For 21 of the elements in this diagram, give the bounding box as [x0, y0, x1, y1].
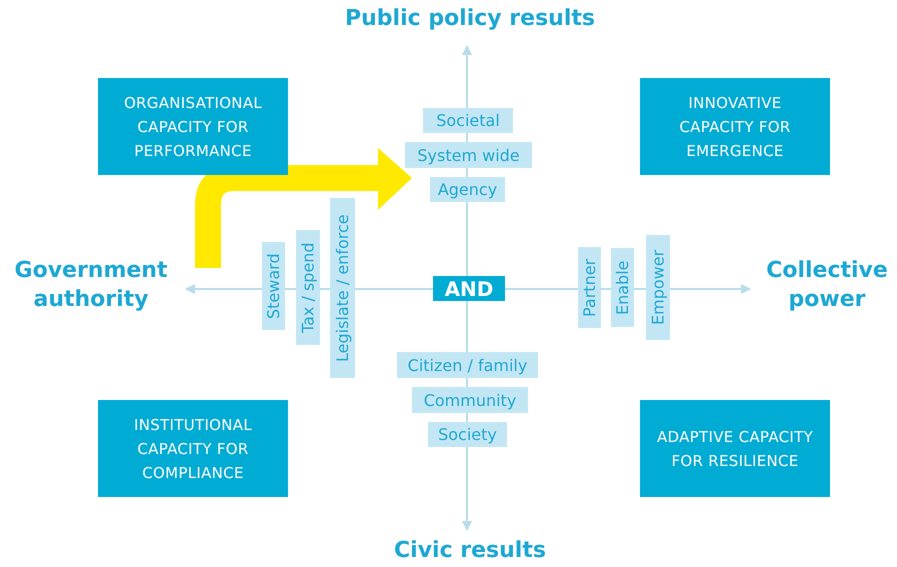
approach-tag: Partner	[578, 247, 601, 328]
capacity-box: ORGANISATIONAL CAPACITY FOR PERFORMANCE	[98, 78, 288, 175]
axis-title: Government authority	[14, 257, 168, 314]
approach-tag: Enable	[611, 248, 634, 327]
axis-title: Collective power	[765, 257, 889, 314]
result-tag: Community	[412, 387, 528, 413]
axis-title: Civic results	[393, 537, 547, 565]
capacity-box: INNOVATIVE CAPACITY FOR EMERGENCE	[640, 78, 830, 175]
and-box: AND	[433, 276, 505, 301]
result-tag: Societal	[423, 108, 513, 133]
axis-title: Public policy results	[344, 5, 596, 33]
capacity-box: INSTITUTIONAL CAPACITY FOR COMPLIANCE	[98, 400, 288, 497]
approach-tag: Tax / spend	[296, 230, 320, 345]
approach-tag: Empower	[646, 235, 670, 340]
result-tag: Society	[428, 422, 507, 447]
capacity-box: ADAPTIVE CAPACITY FOR RESILIENCE	[640, 400, 830, 497]
approach-tag: Legislate / enforce	[330, 198, 355, 378]
approach-tag: Steward	[262, 242, 285, 330]
result-tag: Agency	[430, 177, 505, 202]
result-tag: System wide	[405, 142, 532, 168]
result-tag: Citizen / family	[397, 352, 538, 378]
